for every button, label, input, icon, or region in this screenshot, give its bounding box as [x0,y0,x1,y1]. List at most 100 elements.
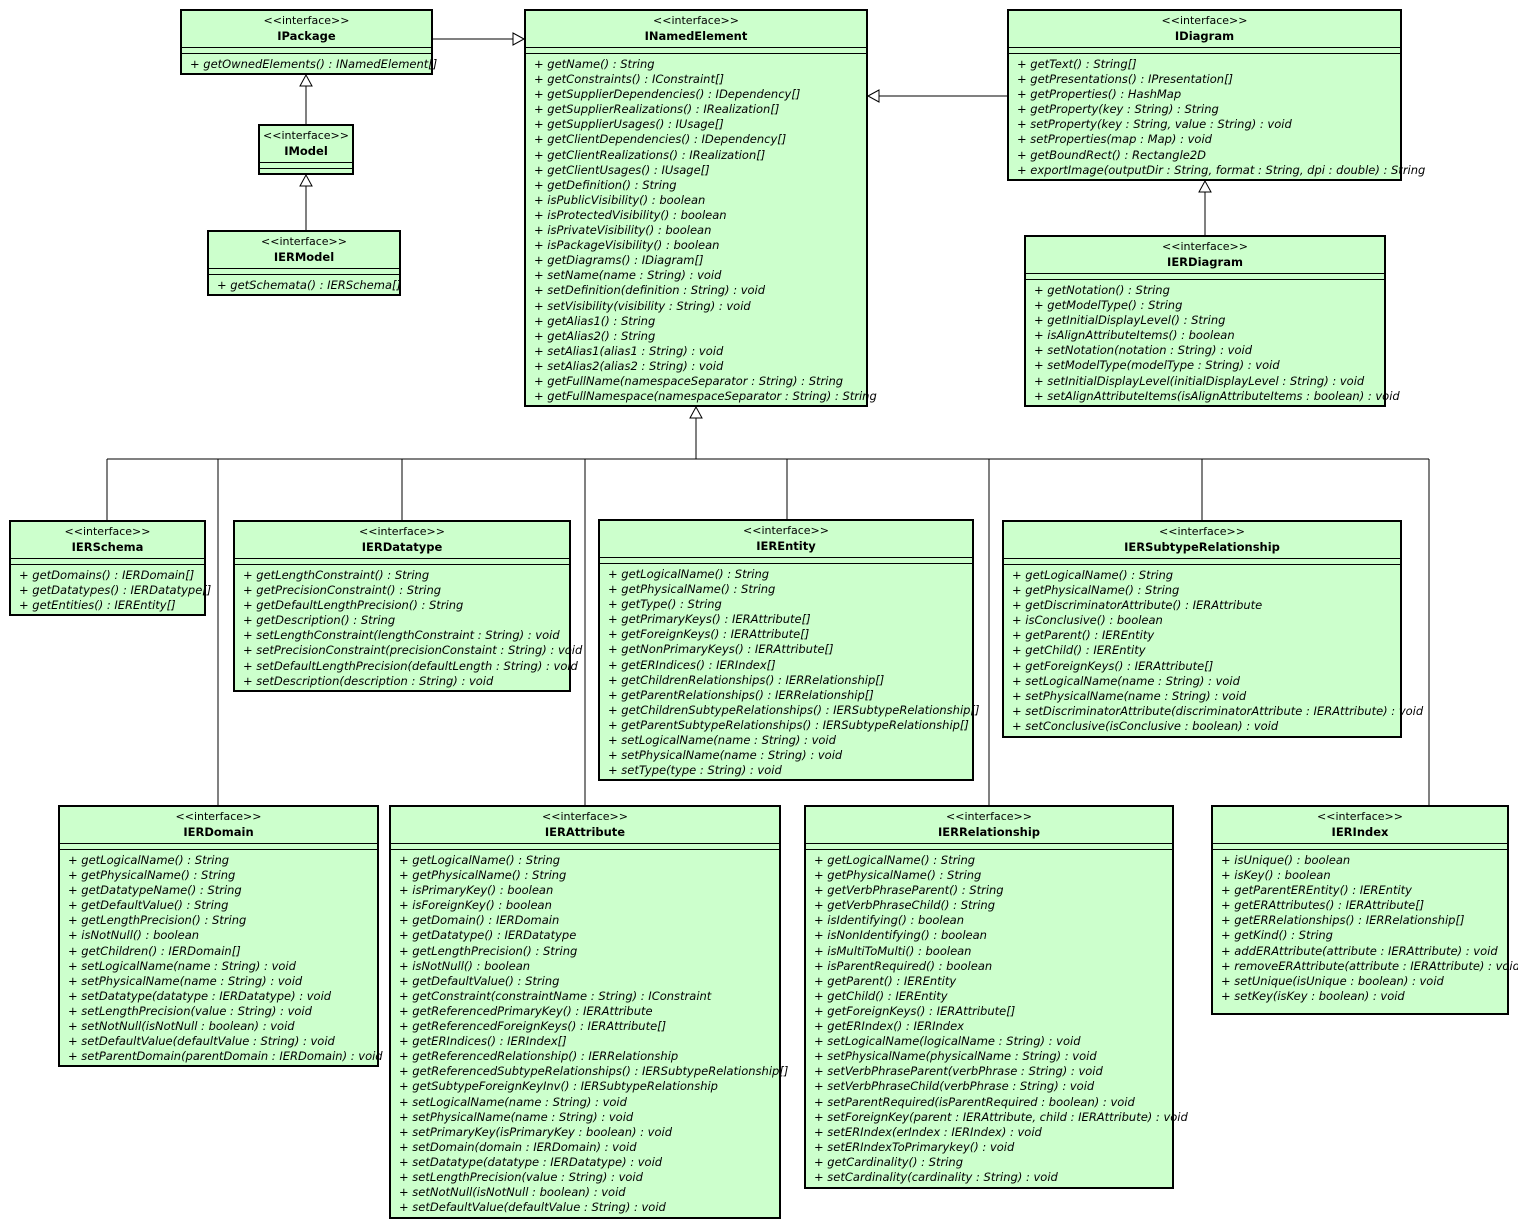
operation: + getERIndices() : IERIndex[] [399,1034,567,1049]
generalization-arrowhead [512,32,526,46]
class-header: <<interface>>IERDiagram [1026,237,1384,274]
class-idiagram[interactable]: <<interface>>IDiagram+ getText() : Strin… [1007,9,1425,181]
operation-compartment: + getLogicalName() : String+ getPhysical… [391,850,788,1217]
operation: + getDefinition() : String [534,177,677,192]
class-name: INamedElement [644,29,748,43]
class-header: <<interface>>IERDatatype [235,522,569,559]
operation: + getPhysicalName() : String [608,582,776,597]
operation: + setPhysicalName(name : String) : void [68,973,303,988]
class-ierschema[interactable]: <<interface>>IERSchema+ getDomains() : I… [9,520,211,616]
class-iermodel[interactable]: <<interface>>IERModel+ getSchemata() : I… [207,230,401,296]
attribute-compartment [260,163,352,169]
stereotype-label: <<interface>> [263,14,350,27]
operation-compartment [260,169,352,174]
operation: + getPhysicalName() : String [68,868,236,883]
operation: + getLogicalName() : String [814,853,976,867]
operation: + getSupplierUsages() : IUsage[] [534,117,724,132]
stereotype-label: <<interface>> [743,524,829,537]
operation: + getReferencedForeignKeys() : IERAttrib… [399,1019,667,1034]
class-ipackage[interactable]: <<interface>>IPackage + getOwnedElements(… [180,9,438,75]
class-ierattribute[interactable]: <<interface>>IERAttribute+ getLogicalNam… [389,805,788,1219]
operation: + getType() : String [608,597,722,612]
stereotype-label: <<interface>> [542,810,628,823]
operation: + setCardinality(cardinality : String) :… [814,1169,1058,1184]
operation: + getSchemata() : IERSchema[] [217,278,401,292]
operation: + setProperty(key : String, value : Stri… [1017,117,1292,132]
generalization-arrowhead [689,405,703,419]
operation: + getParent() : IEREntity [814,973,957,988]
operation: + getPrimaryKeys() : IERAttribute[] [608,612,811,627]
class-header: <<interface>>IPackage [182,11,431,48]
operation: + setDomain(domain : IERDomain) : void [399,1139,637,1154]
operation: + setPrecisionConstraint(precisionConsta… [243,643,583,658]
class-ierentity[interactable]: <<interface>>IEREntity+ getLogicalName()… [598,519,979,781]
operation: + getOwnedElements() : INamedElement[] [190,57,438,71]
operation: + isNonIdentifying() : boolean [814,928,987,943]
operation: + setERIndex(erIndex : IERIndex) : void [814,1124,1042,1139]
operation-compartment: + getLogicalName() : String+ getPhysical… [806,850,1188,1187]
operation: + setDiscriminatorAttribute(discriminato… [1012,703,1424,718]
class-iersubtyperelationship[interactable]: <<interface>>IERSubtypeRelationship + get… [1002,520,1424,738]
operation: + getPresentations() : IPresentation[] [1017,72,1234,87]
operation: + setLengthPrecision(value : String) : v… [68,1003,312,1018]
class-ierdomain[interactable]: <<interface>>IERDomain+ getLogicalName()… [58,805,383,1067]
operation-compartment: + getLogicalName() : String+ getPhysical… [600,564,979,780]
class-imodel[interactable]: <<interface>>IModel [258,124,354,175]
attribute-compartment [1026,274,1384,280]
class-name: IERSchema [71,540,144,554]
operation: + setDefinition(definition : String) : v… [534,283,766,298]
stereotype-label: <<interface>> [261,235,347,248]
class-ierindex[interactable]: <<interface>>IERIndex + isUnique() : bool… [1211,805,1518,1015]
operation-compartment: + getNotation() : String+ getModelType()… [1026,280,1400,406]
operation: + getAlias2() : String [534,328,656,343]
operation: + setLengthConstraint(lengthConstraint :… [243,628,560,643]
operation: + getChild() : IEREntity [1012,643,1146,658]
attribute-compartment [391,844,779,850]
operation: + setConclusive(isConclusive : boolean) … [1012,718,1279,733]
operation: + getLogicalName() : String [608,567,770,581]
operation: + getChildrenRelationships() : IERRelati… [608,672,885,687]
class-inamedelement[interactable]: <<interface>>INamedElement+ getName() : … [524,9,877,407]
class-header: <<interface>>IERIndex [1213,807,1507,844]
operation: + setParentDomain(parentDomain : IERDoma… [68,1049,383,1064]
class-name: IDiagram [1174,29,1235,43]
attribute-compartment [182,48,431,54]
operation: + getNonPrimaryKeys() : IERAttribute[] [608,642,834,657]
class-header: <<interface>>IERSchema [11,522,204,559]
operation: + getLengthConstraint() : String [243,568,430,582]
stereotype-label: <<interface>> [1161,14,1248,27]
attribute-compartment [11,559,204,565]
operation: + getVerbPhraseParent() : String [814,883,1004,898]
operation: + isNotNull() : boolean [399,958,531,973]
operation: + getERIndices() : IERIndex[] [608,657,776,672]
class-header: <<interface>>INamedElement [526,11,866,48]
operation: + getSupplierRealizations() : IRealizati… [534,102,780,117]
operation: + setNotation(notation : String) : void [1034,343,1253,358]
class-header: <<interface>>IERSubtypeRelationship [1004,522,1400,559]
operation: + setNotNull(isNotNull : boolean) : void [68,1019,295,1034]
operation-compartment: + getOwnedElements() : INamedElement[] [182,54,438,74]
operation: + getDefaultLengthPrecision() : String [243,598,464,613]
class-ierdatatype[interactable]: <<interface>>IERDatatype + getLengthConst… [233,520,583,692]
operation: + getConstraint(constraintName : String)… [399,988,712,1003]
operation: + getClientRealizations() : IRealization… [534,147,766,162]
operation: + getAlias1() : String [534,313,656,328]
operation: + getProperty(key : String) : String [1017,102,1219,117]
class-name: IERSubtypeRelationship [1124,540,1280,554]
operation: + getPhysicalName() : String [1012,583,1180,598]
operation: + setKey(isKey : boolean) : void [1221,988,1405,1003]
operation: + isParentRequired() : boolean [814,958,993,973]
stereotype-label: <<interface>> [263,129,349,142]
operation: + isPackageVisibility() : boolean [534,238,720,253]
operation: + isUnique() : boolean [1221,853,1351,867]
operation: + isConclusive() : boolean [1012,613,1163,628]
operation: + removeERAttribute(attribute : IERAttri… [1221,958,1518,973]
operation: + setUnique(isUnique : boolean) : void [1221,973,1444,988]
class-ierdiagram[interactable]: <<interface>>IERDiagram + getNotation() :… [1024,235,1400,407]
attribute-compartment [209,269,399,275]
operation: + getForeignKeys() : IERAttribute[] [608,627,810,642]
operation: + getDescription() : String [243,613,396,628]
class-ierrelationship[interactable]: <<interface>>IERRelationship+ getLogical… [804,805,1188,1189]
operation: + setLogicalName(name : String) : void [68,958,296,973]
